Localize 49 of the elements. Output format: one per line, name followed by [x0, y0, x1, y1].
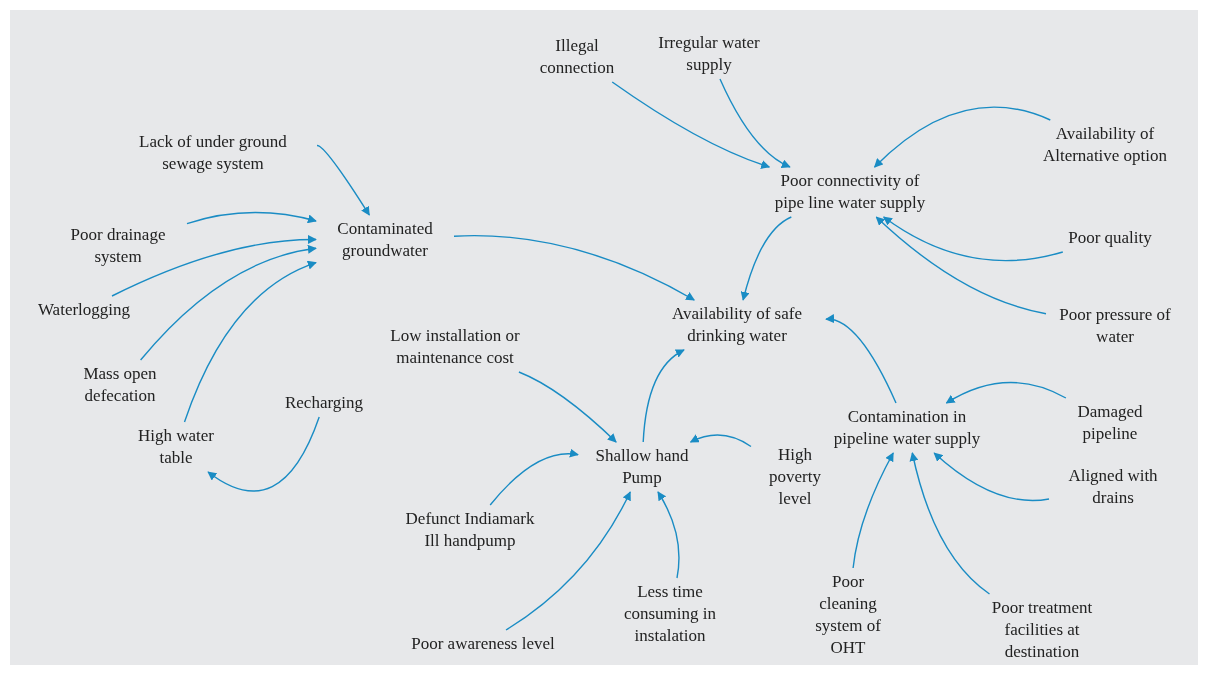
arrow [909, 452, 991, 595]
arrow [740, 216, 792, 301]
variable-label: Waterlogging [19, 299, 149, 321]
variable-label: Damaged pipeline [1065, 401, 1155, 445]
variable-label: Low installation or maintenance cost [380, 325, 530, 369]
arrow [642, 349, 685, 443]
variable-label: Availability of safe drinking water [652, 303, 822, 347]
variable-label: Illegal connection [527, 35, 627, 79]
variable-label: Contaminated groundwater [320, 218, 450, 262]
variable-label: Poor drainage system [53, 224, 183, 268]
variable-label: Irregular water supply [649, 32, 769, 76]
variable-label: Mass open defecation [65, 363, 175, 407]
arrow [489, 449, 579, 506]
arrow [933, 452, 1050, 502]
arrow [882, 216, 1064, 262]
variable-label: Availability of Alternative option [1035, 123, 1175, 167]
variable-label: High water table [126, 425, 226, 469]
arrow [611, 81, 771, 169]
arrow [505, 491, 631, 631]
arrow [111, 235, 317, 297]
variable-label: Poor awareness level [408, 633, 558, 655]
arrow [825, 315, 897, 404]
arrow [453, 234, 695, 301]
arrow [183, 261, 317, 423]
variable-label: Shallow hand Pump [582, 445, 702, 489]
variable-label: Poor connectivity of pipe line water supply [765, 170, 935, 214]
variable-label: Aligned with drains [1053, 465, 1173, 509]
variable-label: Lack of under ground sewage system [113, 131, 313, 175]
variable-label: High poverty level [755, 444, 835, 510]
variable-label: Poor cleaning system of OHT [808, 571, 888, 659]
variable-label: Poor treatment facilities at destination [967, 597, 1117, 663]
variable-label: Poor pressure of water [1050, 304, 1180, 348]
arrow [518, 371, 617, 443]
variable-label: Less time consuming in instalation [610, 581, 730, 647]
variable-label: Poor quality [1055, 227, 1165, 249]
arrow [875, 216, 1047, 315]
arrow [139, 245, 317, 361]
arrow [689, 434, 752, 448]
arrow [316, 144, 370, 216]
variable-label: Defunct Indiamark Ill handpump [405, 508, 535, 552]
arrow [657, 491, 680, 579]
arrow [873, 106, 1051, 168]
arrow [186, 211, 317, 225]
arrow [207, 416, 320, 492]
variable-label: Recharging [269, 392, 379, 414]
arrow [945, 381, 1067, 404]
arrow [852, 452, 894, 569]
variable-label: Contamination in pipeline water supply [832, 406, 982, 450]
arrow [719, 78, 791, 168]
